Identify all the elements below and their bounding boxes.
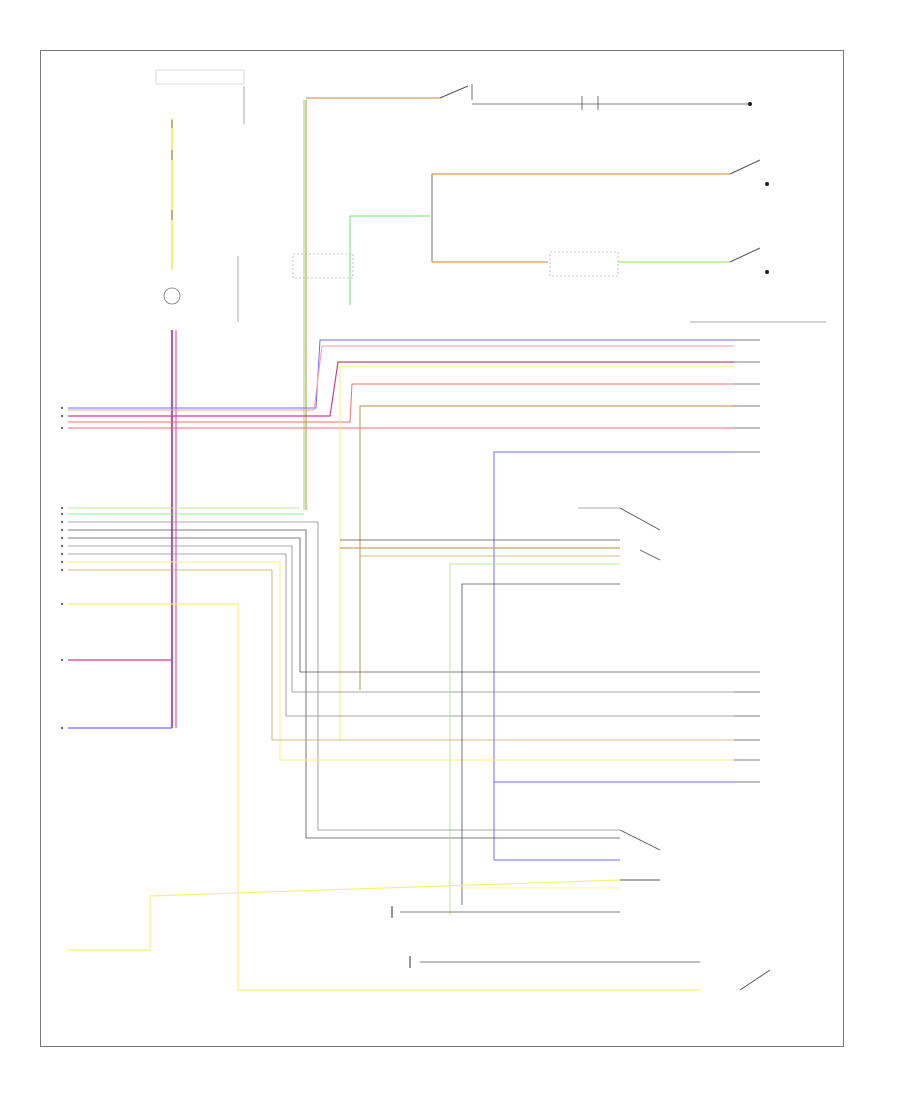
switch-contact-icon <box>619 829 661 851</box>
wire-yellow-bottom <box>68 879 621 951</box>
harness-pin-markers <box>60 406 64 730</box>
wire-tan-mid <box>68 569 734 741</box>
harness-pin-A <box>60 406 64 410</box>
ground-icon <box>765 270 769 274</box>
wire-blue-right <box>493 451 734 860</box>
harness-pin-N <box>60 658 64 662</box>
wire-yellow-loop <box>339 365 734 740</box>
pressure-switch-2 <box>729 247 761 263</box>
harness-pin-E <box>60 512 64 516</box>
lamp-icon <box>163 287 181 305</box>
wire-gray-3 <box>68 553 734 717</box>
wire-dark-switch-2 <box>461 583 620 905</box>
wire-red-1 <box>68 383 734 423</box>
harness-pin-G <box>60 528 64 532</box>
diagram-frame <box>40 50 844 1047</box>
harness-pin-L <box>60 568 64 572</box>
left-harness <box>68 330 771 991</box>
wire-blue-1 <box>68 339 734 409</box>
switch-contact <box>439 85 469 99</box>
wire-pink-1 <box>68 345 734 411</box>
harness-pin-F <box>60 520 64 524</box>
wire-gray-1 <box>68 521 620 831</box>
switch-contact-icon <box>639 549 661 561</box>
wire-lightgreen-switch <box>449 563 620 915</box>
harness-pin-B <box>60 414 64 418</box>
relay-box <box>292 253 354 279</box>
harness-pin-J <box>60 552 64 556</box>
harness-pin-H <box>60 536 64 540</box>
switch-contact-icon <box>739 969 771 991</box>
wire-magenta-1 <box>68 361 734 417</box>
ground-point-icon <box>748 102 752 106</box>
harness-pin-K <box>60 560 64 564</box>
wire-yellow-long <box>68 603 700 991</box>
wire-yellow-mid <box>68 561 734 761</box>
harness-pin-D <box>60 506 64 510</box>
pressure-switch-1 <box>729 159 761 175</box>
wire-gray-2 <box>68 545 734 693</box>
harness-pin-O <box>60 726 64 730</box>
top-circuit <box>155 69 826 510</box>
harness-pin-I <box>60 544 64 548</box>
wire-tan-loop <box>359 405 734 690</box>
right-terminals <box>734 339 760 783</box>
harness-pin-M <box>60 602 64 606</box>
wire-darkgray-1 <box>68 529 620 839</box>
harness-pin-C <box>60 426 64 430</box>
switch-contact-icon <box>619 507 661 531</box>
sensor-box <box>549 251 619 277</box>
ground-icon <box>765 182 769 186</box>
fuse-block-label <box>155 69 245 85</box>
wire-darkgray-2 <box>68 537 734 673</box>
